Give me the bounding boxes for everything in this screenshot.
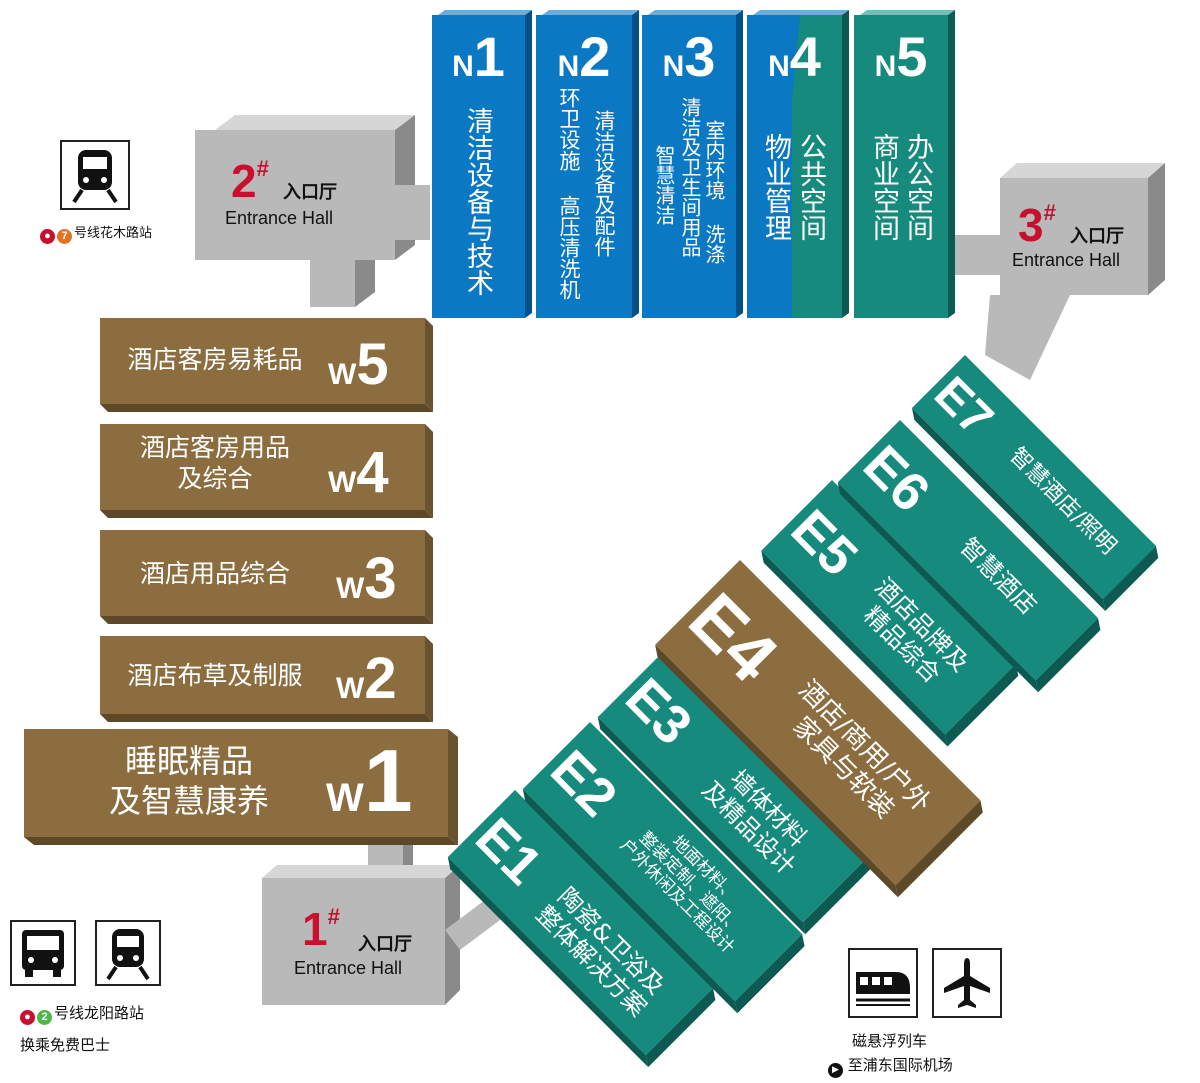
hall-face-e5 <box>761 480 1016 735</box>
bus-icon <box>10 920 76 986</box>
entrance-2[interactable]: 2# 入口厅 Entrance Hall <box>195 130 395 260</box>
hall-bottom <box>597 717 806 935</box>
hall-face-e4 <box>655 560 981 886</box>
hall-face-e1 <box>447 790 713 1056</box>
hall-code: N1 <box>452 25 505 88</box>
hall-code: N4 <box>768 25 821 88</box>
line-2-badge: 2 <box>37 1010 52 1025</box>
entrance-number: 1# <box>302 903 340 955</box>
hall-name-col-2: 物业管理 <box>760 133 791 241</box>
hall-code: W2 <box>336 646 397 711</box>
entrance-en-label: Entrance Hall <box>294 958 403 978</box>
hall-name-col-2: 商业空间 <box>868 133 899 241</box>
hall-w1[interactable]: 睡眠精品 及智慧康养 W1 <box>24 729 448 837</box>
hall-face-e7 <box>911 355 1156 599</box>
hall-name-col-1: 室内环境 洗涤 <box>702 120 726 264</box>
entrance-hall-2-block <box>195 115 430 307</box>
hall-name-col-2: 清洁及卫生间用品 <box>678 97 702 257</box>
entrance-en-label: Entrance Hall <box>225 208 334 228</box>
hall-name-col-1: 清洁设备及配件 <box>592 110 616 257</box>
metro-train-icon <box>95 920 161 986</box>
hall-name: 酒店客房易耗品 <box>127 345 303 374</box>
hall-code: N5 <box>874 25 928 88</box>
station-name: 号线龙阳路站 <box>54 1004 145 1022</box>
entrance-cn-label: 入口厅 <box>1070 226 1124 247</box>
hall-face-e6 <box>837 420 1098 681</box>
shuttle-bus-note: 换乘免费巴士 <box>20 1036 111 1054</box>
hall-n3[interactable]: N3 室内环境 洗涤 清洁及卫生间用品 智慧清洁 <box>642 15 736 318</box>
hall-bottom <box>447 857 649 1068</box>
hall-name-col-1: 公共空间 <box>795 133 826 241</box>
metro-train-icon <box>60 140 130 210</box>
hall-side <box>734 934 805 1014</box>
hall-side <box>1035 617 1101 693</box>
entrance-3[interactable]: 3# 入口厅 Entrance Hall <box>1000 178 1148 295</box>
hall-bottom <box>837 482 1039 693</box>
hall-name-col-1: 办公空间 <box>902 133 933 241</box>
hall-side <box>645 987 716 1068</box>
metro-logo-icon: ● <box>20 1010 35 1025</box>
hall-w5[interactable]: 酒店客房易耗品 W5 <box>100 318 425 404</box>
hall-code: W1 <box>326 731 413 830</box>
hall-code: W3 <box>336 546 397 611</box>
entrance-1[interactable]: 1# 入口厅 Entrance Hall <box>262 878 445 1005</box>
hall-name: 清洁设备与技术 <box>462 107 493 296</box>
hall-w3[interactable]: 酒店用品综合 W3 <box>100 530 425 616</box>
hall-n5[interactable]: N5 办公空间 商业空间 <box>854 15 948 318</box>
play-icon: ▶ <box>828 1063 843 1078</box>
hall-side <box>1102 545 1159 611</box>
hall-name-col-2: 环卫设施 高压清洗机 <box>557 87 581 300</box>
hall-bottom <box>911 408 1106 611</box>
line-7-badge: 7 <box>57 229 72 244</box>
east-halls-shapes <box>447 355 1159 1068</box>
hall-n1[interactable]: N1 清洁设备与技术 <box>432 15 525 318</box>
airport-caption: ▶ 至浦东国际机场 <box>828 1054 953 1078</box>
hall-w2[interactable]: 酒店布草及制服 W2 <box>100 636 425 714</box>
hall-n4[interactable]: N4 公共空间 物业管理 <box>747 15 842 318</box>
north-halls-shapes <box>432 10 955 318</box>
hall-name: 睡眠精品 及智慧康养 <box>108 742 269 820</box>
hall-code: W5 <box>328 332 389 397</box>
hall-face-e3 <box>597 650 871 923</box>
entrance-number: 2# <box>231 155 269 207</box>
hall-bottom <box>522 789 738 1014</box>
west-halls-shapes <box>24 318 458 845</box>
hall-side <box>945 663 1019 747</box>
maglev-caption: 磁悬浮列车 <box>852 1032 928 1050</box>
hall-code: W4 <box>328 440 389 505</box>
hall-name-col-3: 智慧清洁 <box>652 145 676 225</box>
hall-bottom <box>761 550 948 747</box>
entrance-cn-label: 入口厅 <box>283 182 337 203</box>
station-name: 号线花木路站 <box>74 226 153 241</box>
hall-side <box>895 800 983 898</box>
hall-face-e2 <box>522 722 803 1002</box>
hall-name: 酒店用品综合 <box>139 559 290 588</box>
airplane-icon <box>932 948 1002 1018</box>
hall-code: N3 <box>662 25 716 88</box>
entrance-cn-label: 入口厅 <box>358 934 412 955</box>
hall-code: N2 <box>557 25 611 88</box>
maglev-train-icon <box>848 948 918 1018</box>
entrance-number: 3# <box>1018 199 1056 251</box>
hall-w4[interactable]: 酒店客房用品 及综合 W4 <box>100 424 425 510</box>
hall-side <box>802 855 873 935</box>
hall-name: 酒店客房用品 及综合 <box>139 433 290 494</box>
hall-n2[interactable]: N2 清洁设备及配件 环卫设施 高压清洗机 <box>536 15 632 318</box>
destination: 至浦东国际机场 <box>847 1056 953 1074</box>
hall-name: 酒店布草及制服 <box>127 661 303 690</box>
entrance-hall-3-block <box>945 163 1165 380</box>
hall-bottom <box>655 644 898 898</box>
metro-logo-icon: ● <box>40 229 55 244</box>
entrance-en-label: Entrance Hall <box>1012 250 1121 270</box>
